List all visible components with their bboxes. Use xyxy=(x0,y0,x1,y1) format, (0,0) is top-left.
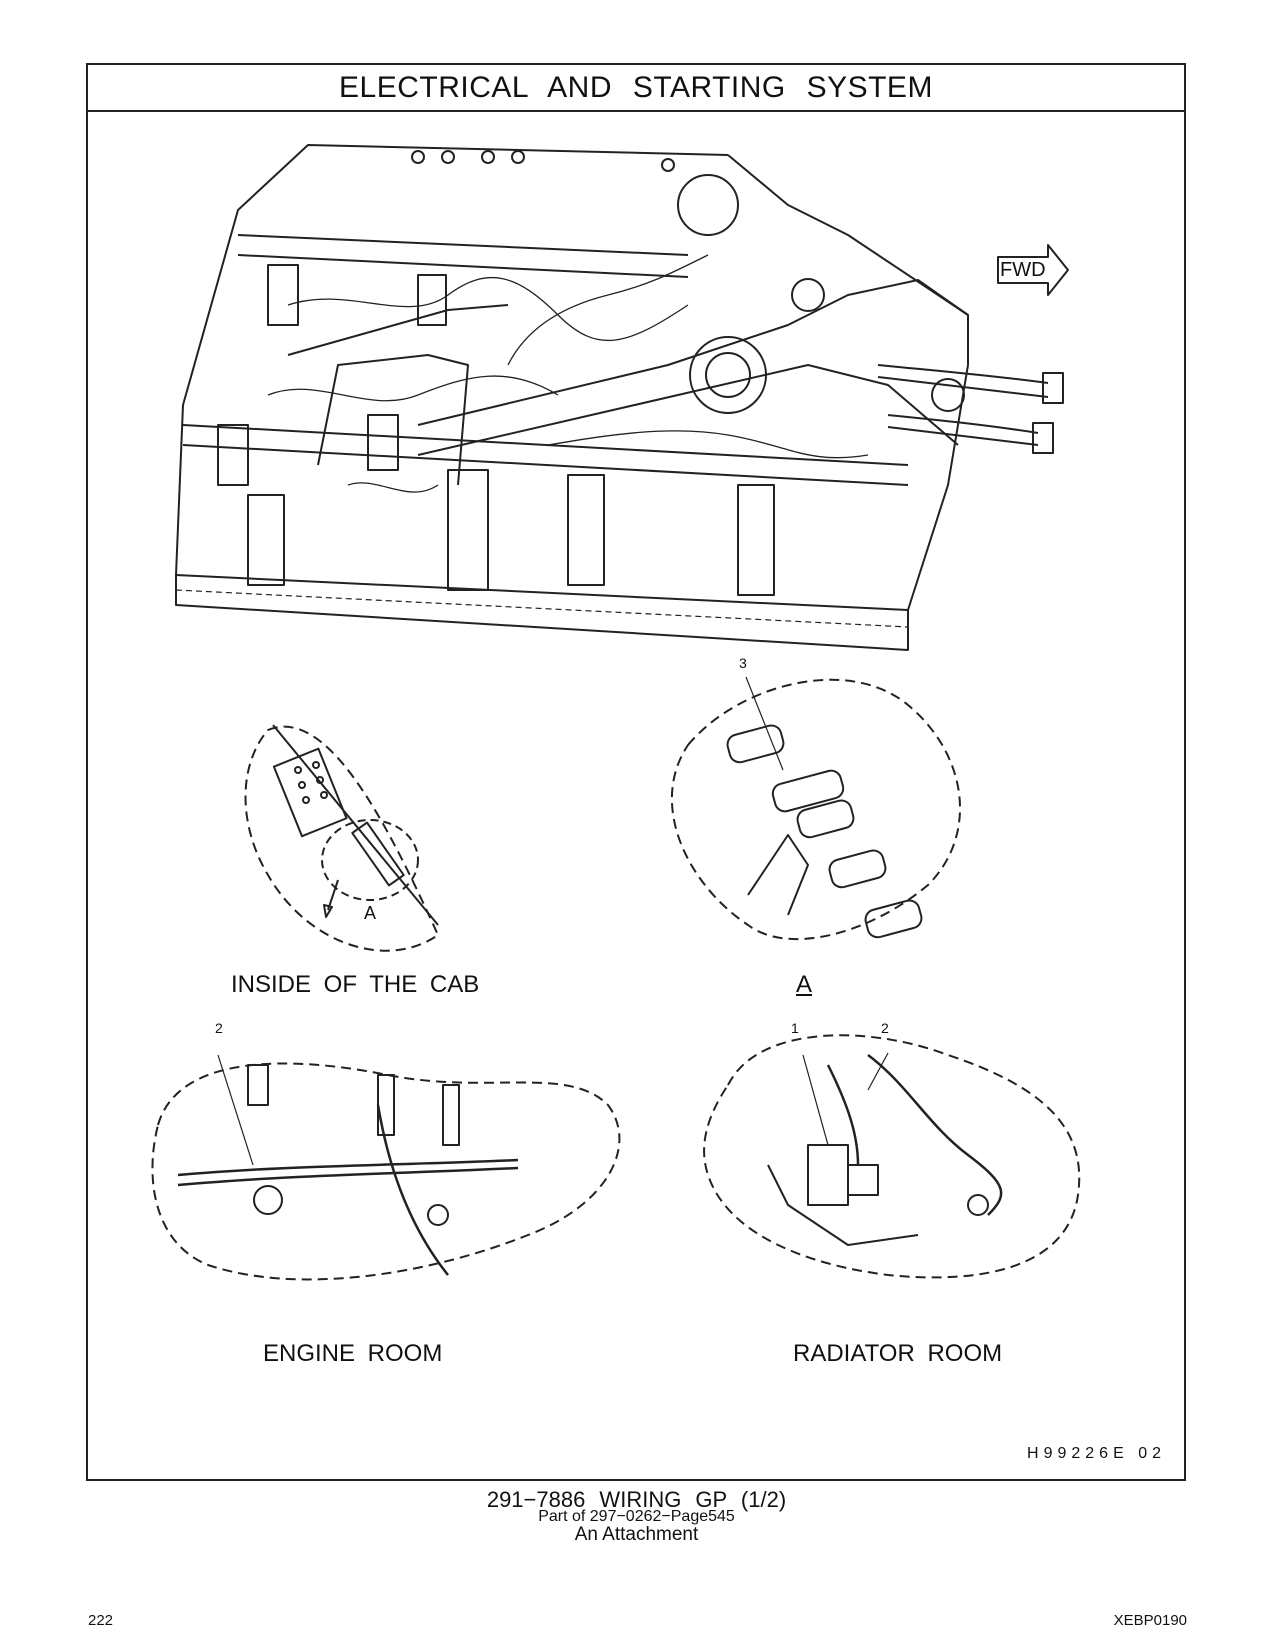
fwd-label: FWD xyxy=(1000,259,1046,281)
wiring-illustrations xyxy=(151,144,1081,1281)
cab-view-label: INSIDE OF THE CAB xyxy=(231,971,480,998)
drawing-frame: ELECTRICAL AND STARTING SYSTEM xyxy=(86,63,1186,1481)
part-caption: 291−7886 WIRING GP (1/2) xyxy=(486,1487,787,1512)
detail-a-label: A xyxy=(796,971,813,998)
callout-3: 3 xyxy=(739,655,747,671)
radiator-callout-1: 1 xyxy=(791,1020,799,1036)
document-code: XEBP0190 xyxy=(1113,1612,1187,1629)
cab-detail-drawing xyxy=(244,724,439,952)
radiator-room-label: RADIATOR ROOM xyxy=(793,1340,1003,1367)
attachment-note: An Attachment xyxy=(574,1524,699,1545)
figure-id: H99226E 02 xyxy=(1027,1445,1166,1462)
radiator-callout-2: 2 xyxy=(881,1020,889,1036)
fwd-arrow-icon xyxy=(997,244,1069,296)
engine-room-drawing xyxy=(151,1054,621,1281)
engine-room-label: ENGINE ROOM xyxy=(263,1340,443,1367)
page-title: ELECTRICAL AND STARTING SYSTEM xyxy=(88,65,1184,112)
radiator-room-drawing xyxy=(703,1034,1081,1279)
detail-a-drawing xyxy=(671,676,962,941)
detail-a-marker: A xyxy=(364,903,377,923)
part-subcaption: Part of 297−0262−Page545 xyxy=(538,1508,735,1525)
main-chassis-drawing xyxy=(175,144,1064,651)
engine-callout-2: 2 xyxy=(215,1020,223,1036)
page-number: 222 xyxy=(88,1612,114,1629)
